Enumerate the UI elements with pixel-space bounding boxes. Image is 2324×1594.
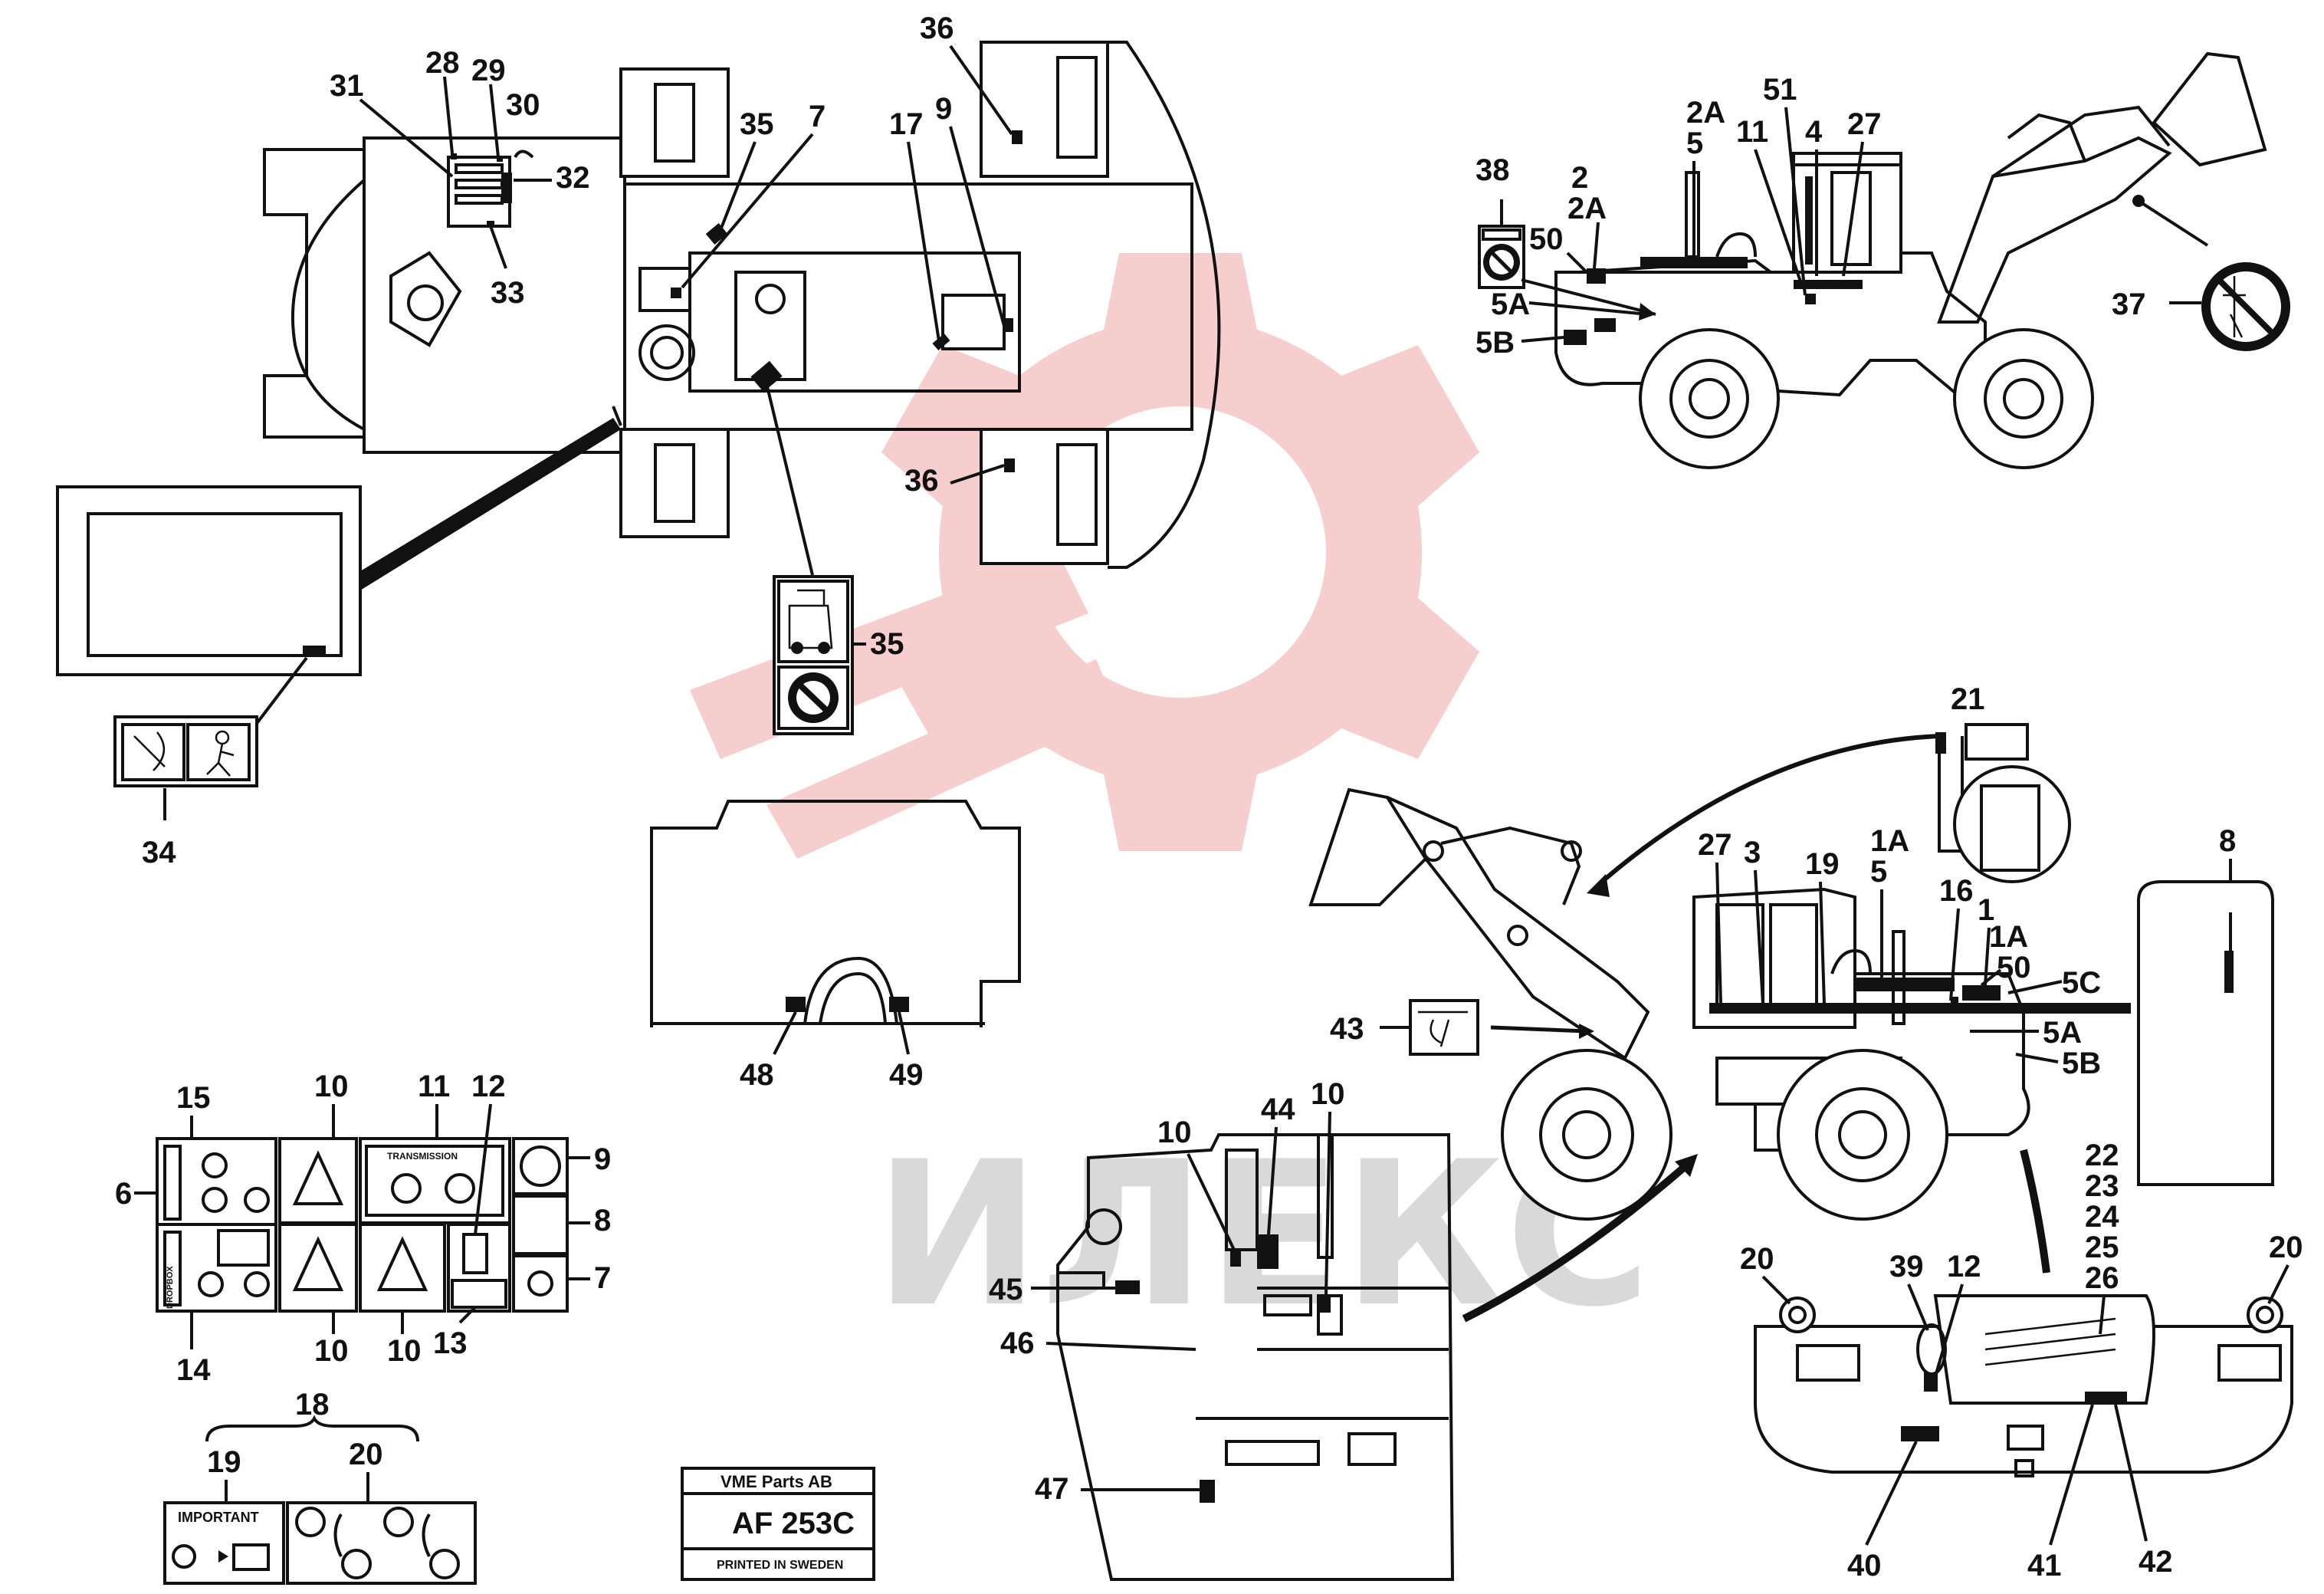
callout-9-sheet: 9 [594, 1142, 611, 1176]
callout-44: 44 [1261, 1093, 1295, 1126]
callout-12-rear: 12 [1947, 1250, 1981, 1283]
callout-8-door: 8 [2219, 824, 2236, 858]
side-view-machine-top [1478, 51, 2290, 469]
callout-35-decal: 35 [870, 627, 904, 661]
callout-3: 3 [1744, 836, 1761, 869]
top-view-machine [263, 41, 1221, 569]
callout-35-top: 35 [740, 107, 774, 141]
callout-36-top: 36 [920, 12, 954, 45]
decal-sheet-important: 18 19 20 IMPORTANT [163, 1388, 477, 1585]
callout-31: 31 [330, 69, 364, 103]
title-block: VME Parts AB AF 253C PRINTED IN SWEDEN [681, 1467, 875, 1581]
window-detail: 34 [56, 406, 622, 869]
callout-49: 49 [889, 1058, 924, 1092]
callout-37: 37 [2112, 288, 2146, 321]
callout-19-sheet: 19 [207, 1445, 241, 1479]
callout-28: 28 [425, 46, 460, 80]
callout-5-bottom: 5 [1870, 855, 1887, 889]
callout-21: 21 [1951, 682, 1985, 716]
callout-27-bottom: 27 [1698, 828, 1732, 862]
callout-10-c: 10 [387, 1334, 422, 1368]
title-code: AF 253C [732, 1507, 855, 1540]
callout-20-right: 20 [2269, 1231, 2303, 1264]
callout-39: 39 [1889, 1250, 1924, 1283]
callout-5A-top: 5A [1491, 288, 1530, 321]
callout-10-e: 10 [1311, 1077, 1345, 1111]
callout-10-b: 10 [314, 1334, 349, 1368]
callout-46: 46 [1000, 1326, 1035, 1360]
callout-9-top: 9 [935, 92, 952, 126]
callout-6: 6 [115, 1177, 132, 1211]
callout-15: 15 [176, 1081, 211, 1115]
callout-36-bottom: 36 [904, 464, 939, 498]
callout-7-sheet: 7 [594, 1261, 611, 1295]
callout-22: 22 [2085, 1139, 2119, 1172]
callout-20-left: 20 [1740, 1242, 1774, 1276]
title-printed: PRINTED IN SWEDEN [717, 1559, 843, 1572]
callout-23: 23 [2085, 1169, 2119, 1203]
callout-47: 47 [1035, 1472, 1069, 1506]
callout-41: 41 [2027, 1549, 2062, 1582]
callout-16: 16 [1939, 874, 1974, 908]
callout-50-bottom: 50 [1997, 951, 2031, 984]
callout-5C: 5C [2062, 966, 2101, 1000]
decal-transmission-text: TRANSMISSION [387, 1151, 458, 1162]
callout-20-sheet: 20 [349, 1438, 383, 1471]
callout-24: 24 [2085, 1200, 2119, 1234]
title-company: VME Parts AB [721, 1472, 832, 1491]
side-view-machine-bottom [1308, 723, 2274, 1274]
callout-51: 51 [1763, 73, 1797, 107]
callout-2A-b: 2A [1686, 96, 1725, 130]
callout-48: 48 [740, 1058, 774, 1092]
callout-5A-bottom: 5A [2043, 1016, 2082, 1050]
callout-25: 25 [2085, 1231, 2119, 1264]
top-view-callouts: 31 28 29 30 32 33 35 7 17 9 36 36 [330, 12, 1013, 498]
callout-42: 42 [2139, 1545, 2173, 1579]
callout-11-sheet: 11 [418, 1070, 450, 1103]
callout-1A-a: 1A [1870, 824, 1909, 858]
decal-important-text: IMPORTANT [178, 1510, 259, 1525]
callout-2: 2 [1571, 161, 1588, 195]
callout-38: 38 [1475, 153, 1510, 187]
callout-7-top: 7 [809, 100, 826, 133]
callout-27-top: 27 [1847, 107, 1882, 141]
decal-35: 35 [765, 383, 904, 735]
callout-10-a: 10 [314, 1070, 349, 1103]
callout-10-d: 10 [1157, 1116, 1192, 1149]
callout-43: 43 [1330, 1012, 1364, 1046]
hood-rear-view: 48 49 [650, 800, 1021, 1092]
callout-30: 30 [506, 88, 540, 122]
rear-counterweight-view: 20 20 39 12 22 23 24 25 26 40 41 42 [1740, 1139, 2303, 1582]
callout-12-sheet: 12 [471, 1070, 506, 1103]
side-view-bottom-callouts: 21 27 3 19 1A 5 16 1 1A 50 5C 5A 5B 43 8 [1330, 682, 2236, 1080]
callout-5B-bottom: 5B [2062, 1047, 2101, 1080]
decal-dropbox-text: DROPBOX [166, 1266, 175, 1309]
callout-2A-a: 2A [1567, 192, 1607, 225]
callout-19-machine: 19 [1805, 847, 1840, 881]
callout-29: 29 [471, 54, 506, 87]
callout-26: 26 [2085, 1261, 2119, 1295]
callout-1A-b: 1A [1989, 920, 2028, 954]
callout-34: 34 [142, 836, 176, 869]
side-view-top-callouts: 38 2 2A 50 2A 5 11 51 4 27 5A 5B 37 [1475, 73, 2146, 360]
callout-18: 18 [295, 1388, 330, 1421]
callout-50-top: 50 [1529, 222, 1564, 256]
callout-14: 14 [176, 1353, 211, 1387]
callout-13: 13 [433, 1326, 468, 1360]
callout-11-top: 11 [1736, 115, 1768, 149]
callout-33: 33 [491, 276, 525, 310]
decal-sheet-callouts: 15 10 11 12 9 8 7 6 14 10 10 13 [115, 1070, 611, 1387]
callout-5B-top: 5B [1475, 326, 1515, 360]
callout-40: 40 [1847, 1549, 1882, 1582]
callout-32: 32 [556, 161, 590, 195]
decal-sheet-instruments: TRANSMISSION DROPBOX [156, 1137, 569, 1313]
callout-5-top: 5 [1686, 127, 1703, 160]
callout-45: 45 [989, 1273, 1023, 1306]
callout-4: 4 [1805, 115, 1823, 149]
callout-17: 17 [889, 107, 924, 141]
cab-interior-detail: 10 44 10 45 46 47 [989, 1077, 1698, 1581]
callout-1: 1 [1978, 893, 1994, 927]
callout-8-sheet: 8 [594, 1204, 611, 1237]
